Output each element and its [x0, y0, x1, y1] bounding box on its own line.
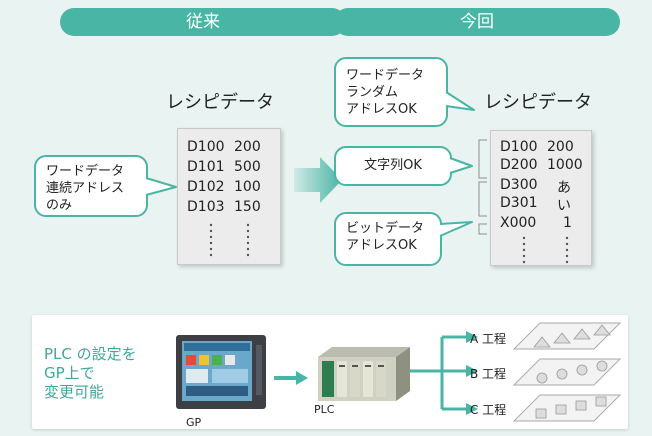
- callout-line: ランダム: [346, 85, 399, 100]
- row-address: D301: [500, 195, 538, 211]
- row-value: い: [557, 198, 571, 214]
- bit-callout: ビットデータ アドレスOK: [334, 212, 442, 266]
- string-callout-tail: [448, 157, 473, 174]
- process-branch-connector: [410, 331, 478, 415]
- before-recipe-table: D100 200 D101 500 D102 100 D103 150: [177, 128, 281, 265]
- continuation-dots: [209, 223, 250, 257]
- plc-setting-note: PLC の設定を GP上で 変更可能: [44, 345, 137, 402]
- step-label-b: B 工程: [470, 367, 507, 381]
- row-value: 150: [234, 199, 261, 215]
- callout-line: ワードデータ: [346, 68, 425, 83]
- row-value: あ: [557, 180, 571, 196]
- row-address: D101: [187, 159, 225, 175]
- row-address: D102: [187, 179, 225, 195]
- row-group-brackets: [478, 139, 487, 235]
- callout-line: のみ: [46, 198, 73, 213]
- string-callout: 文字列OK: [334, 146, 452, 186]
- random-callout-tail: [444, 91, 475, 111]
- header-after: 今回: [334, 8, 620, 36]
- before-callout: ワードデータ 連続アドレス のみ: [34, 155, 148, 217]
- note-line: PLC の設定を: [44, 345, 137, 363]
- continuation-dots: [522, 236, 569, 264]
- note-line: GP上で: [44, 364, 95, 382]
- row-address: D103: [187, 199, 225, 215]
- note-line: 変更可能: [44, 383, 105, 401]
- header-before-label: 従来: [186, 12, 220, 32]
- row-address: X000: [500, 215, 537, 231]
- row-value: 200: [234, 139, 261, 155]
- before-recipe-title: レシピデータ: [166, 92, 274, 113]
- row-value: 1000: [547, 157, 583, 173]
- gp-touch-panel-icon: [176, 335, 266, 409]
- row-address: D100: [500, 139, 538, 155]
- step-label-a: A 工程: [470, 332, 507, 346]
- gp-to-plc-arrow-icon: [274, 371, 308, 385]
- plc-label: PLC: [314, 403, 335, 416]
- callout-line: ワードデータ: [46, 164, 125, 179]
- callout-line: 文字列OK: [364, 158, 422, 173]
- row-value: 200: [547, 139, 574, 155]
- before-callout-tail: [144, 177, 177, 196]
- plc-device-icon: [318, 347, 410, 401]
- row-value: 500: [234, 159, 261, 175]
- bottom-panel: PLC の設定を GP上で 変更可能 GP PLC: [32, 315, 628, 429]
- production-line-a-icon: [512, 322, 622, 350]
- callout-line: アドレスOK: [346, 102, 417, 117]
- gp-label: GP: [186, 416, 202, 429]
- row-address: D200: [500, 157, 538, 173]
- row-address: D100: [187, 139, 225, 155]
- callout-line: ビットデータ: [346, 221, 425, 236]
- row-value: 1: [563, 215, 572, 231]
- row-address: D300: [500, 177, 538, 193]
- header-before: 従来: [60, 8, 346, 36]
- after-recipe-title: レシピデータ: [484, 92, 592, 113]
- after-recipe-table: D100 200 D200 1000 D300 あ D301 い X000 1: [490, 130, 592, 266]
- callout-line: アドレスOK: [346, 238, 417, 253]
- production-line-b-icon: [512, 358, 622, 386]
- production-line-c-icon: [512, 394, 622, 422]
- random-address-callout: ワードデータ ランダム アドレスOK: [334, 57, 448, 127]
- callout-line: 連続アドレス: [46, 181, 125, 196]
- step-label-c: C 工程: [470, 403, 507, 417]
- header-after-label: 今回: [460, 12, 494, 32]
- row-value: 100: [234, 179, 261, 195]
- bit-callout-tail: [438, 221, 473, 237]
- transition-arrow-icon: [294, 157, 342, 203]
